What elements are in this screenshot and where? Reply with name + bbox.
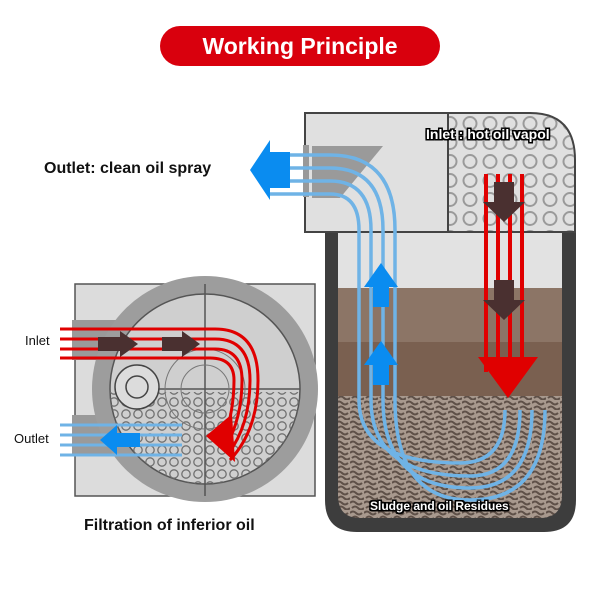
inlet-hot-vapor-label: Inlet : hot oil vapol	[426, 126, 550, 142]
title-banner: Working Principle	[160, 26, 440, 66]
inlet-flow-arrowhead	[206, 414, 235, 462]
valve-inner	[125, 375, 149, 399]
outlet-spray-label: Outlet: clean oil spray	[44, 160, 212, 177]
separator-tank	[250, 112, 576, 532]
outlet-label: Outlet	[14, 431, 49, 446]
filtration-unit	[60, 276, 318, 502]
inlet-flow-lines	[60, 327, 260, 462]
inlet-arrow-1	[98, 331, 138, 357]
hot-vapor-down-arrow	[478, 357, 538, 398]
filtration-caption: Filtration of inferior oil	[84, 517, 255, 534]
clean-oil-up-arrow-1	[364, 263, 398, 307]
outlet-arrow	[100, 425, 140, 455]
clean-oil-up-arrow-2	[364, 341, 398, 385]
valve-outer	[114, 364, 160, 410]
inlet-perforated-panel	[448, 114, 574, 231]
vapor-down-arrow-2	[483, 280, 525, 320]
clean-oil-flow-lines	[268, 153, 547, 502]
vapor-down-arrow-1	[483, 182, 525, 222]
outlet-spray-arrow	[250, 140, 290, 200]
inlet-label: Inlet	[25, 333, 50, 348]
sludge-label: Sludge and oil Residues	[370, 499, 509, 513]
inlet-arrow-2	[162, 331, 200, 357]
spray-nozzle	[312, 146, 383, 198]
